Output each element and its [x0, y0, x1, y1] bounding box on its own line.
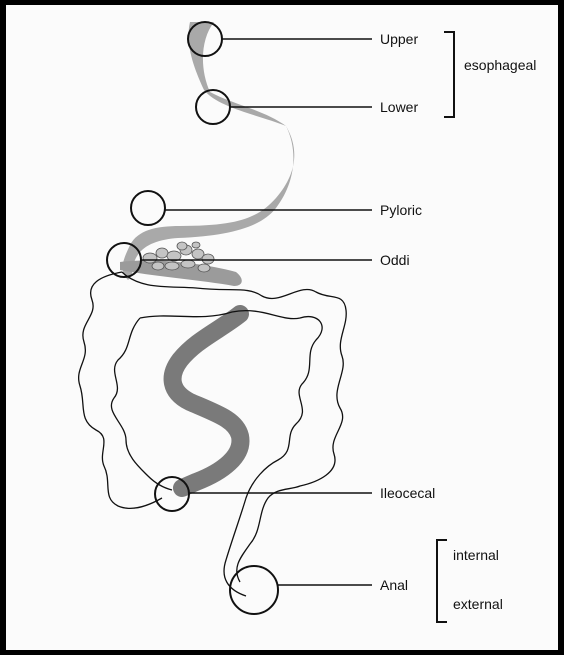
diagram-canvas: Upper Lower esophageal Pyloric Oddi Ileo…	[6, 5, 558, 650]
label-anal: Anal	[380, 577, 408, 593]
label-external: external	[453, 596, 503, 612]
label-internal: internal	[453, 547, 499, 563]
pyloric-sphincter-circle	[130, 190, 166, 226]
label-upper: Upper	[380, 31, 418, 47]
colon-inner-outline	[110, 310, 323, 597]
duodenum-shape	[120, 260, 242, 286]
label-oddi: Oddi	[380, 252, 410, 268]
small-intestine-shape	[163, 305, 250, 497]
anal-sphincter-circle	[229, 565, 279, 615]
leader-lines	[141, 38, 372, 586]
esophagus-stomach-shape	[122, 22, 295, 280]
esophageal-bracket	[444, 31, 455, 118]
ileocecal-sphincter-circle	[154, 476, 190, 512]
pancreas-cluster	[142, 241, 215, 273]
label-esophageal: esophageal	[464, 57, 536, 73]
label-lower: Lower	[380, 99, 418, 115]
colon-outline	[78, 271, 347, 583]
label-pyloric: Pyloric	[380, 202, 422, 218]
anal-bracket	[436, 539, 447, 623]
label-ileocecal: Ileocecal	[380, 485, 435, 501]
